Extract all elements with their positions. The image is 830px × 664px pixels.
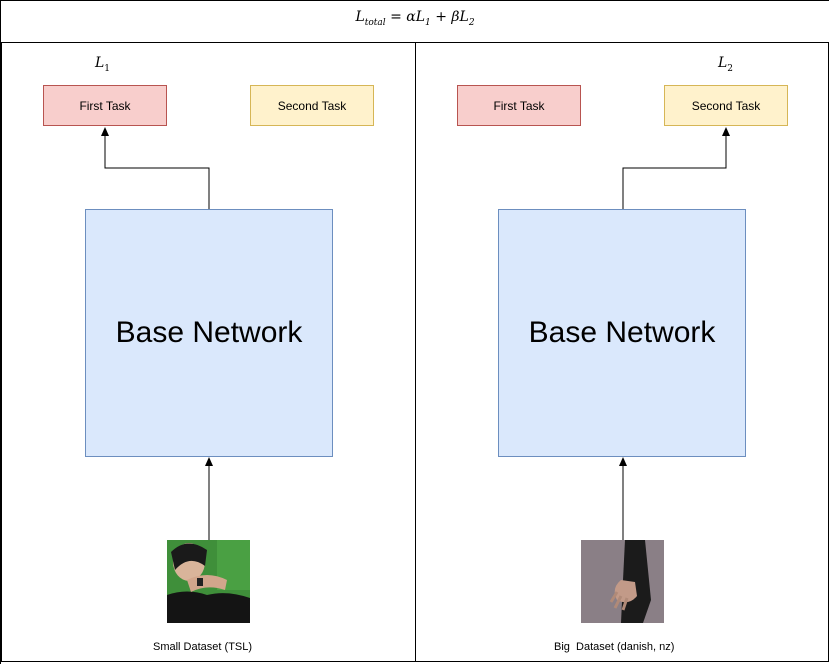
left-panel: L1 First Task Second Task Base Network S… [1, 42, 416, 662]
right-loss-symbol: L [718, 55, 728, 71]
left-second-task-box: Second Task [250, 85, 374, 126]
right-loss-sub: 2 [727, 63, 734, 74]
right-dataset-photo-svg [581, 540, 664, 623]
right-arrows [619, 127, 730, 540]
right-first-task-box: First Task [457, 85, 581, 126]
left-arrowhead-first-task [101, 127, 109, 136]
left-arrows [101, 127, 213, 540]
right-arrow-to-second-task [622, 135, 727, 209]
left-loss-symbol: L [95, 55, 105, 71]
formula-lhs: L [355, 9, 365, 25]
left-loss-label: L1 [95, 55, 110, 74]
left-first-task-box: First Task [43, 85, 167, 126]
right-dataset-caption: Big Dataset (danish, nz) [554, 641, 675, 653]
formula-rhs-sub2: 2 [468, 17, 475, 28]
left-dataset-image [167, 540, 250, 623]
left-dataset-caption: Small Dataset (TSL) [153, 641, 253, 653]
left-arrow-to-first-task [104, 135, 210, 209]
frame-top-border [0, 0, 829, 1]
formula-lhs-sub: total [364, 17, 386, 28]
right-base-network-box: Base Network [498, 209, 746, 457]
formula-rhs: = αL [385, 9, 426, 25]
left-base-network-box: Base Network [85, 209, 333, 457]
frame-left-border [0, 0, 1, 664]
formula-rhs-mid: + βL [430, 9, 469, 25]
right-dataset-image [581, 540, 664, 623]
left-arrowhead-base [205, 457, 213, 466]
right-second-task-box: Second Task [664, 85, 788, 126]
right-loss-label: L2 [718, 55, 733, 74]
right-arrowhead-base [619, 457, 627, 466]
left-dataset-photo-svg [167, 540, 250, 623]
right-arrowhead-second-task [722, 127, 730, 136]
total-loss-formula: Ltotal = αL1 + βL2 [0, 9, 830, 28]
left-loss-sub: 1 [104, 63, 111, 74]
formula-rhs-sub1: 1 [425, 17, 431, 28]
right-panel: L2 First Task Second Task Base Network B… [415, 42, 829, 662]
